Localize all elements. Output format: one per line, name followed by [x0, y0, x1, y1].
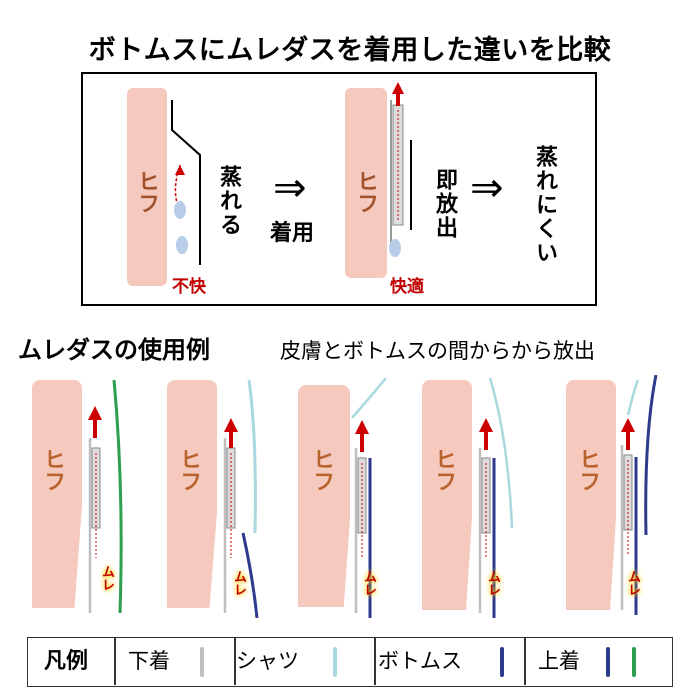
skin-block-after	[345, 88, 387, 278]
example-3-skin-label: ヒフ	[309, 448, 334, 492]
example-3-mure-label: ムレ	[361, 570, 376, 596]
comparison-box	[81, 72, 597, 306]
example-1-skin-label: ヒフ	[40, 448, 65, 492]
legend-divider	[234, 638, 236, 685]
example-4-mure-label: ムレ	[485, 570, 500, 596]
example-1-skin	[32, 380, 82, 608]
skin-block-before	[127, 88, 167, 286]
usage-title: ムレダスの使用例	[18, 336, 210, 364]
legend-divider	[524, 638, 526, 685]
example-3-layers	[351, 378, 387, 618]
arrow-right-icon: ⇒	[470, 165, 504, 211]
legend-divider	[374, 638, 376, 685]
legend-divider	[114, 638, 116, 685]
label-before-action: 蒸れる	[216, 165, 241, 237]
arrow-right-icon: ⇒	[273, 165, 307, 211]
example-5-skin	[566, 380, 616, 610]
moisture-drop-icon	[176, 236, 188, 254]
example-4-skin	[422, 380, 472, 610]
skin-label-after: ヒフ	[353, 170, 378, 214]
example-4-skin-label: ヒフ	[431, 448, 456, 492]
example-2-layers	[223, 379, 259, 618]
label-wear: 着用	[270, 221, 315, 246]
legend-underwear-swatch	[200, 647, 204, 677]
muredasu-illustration-after	[389, 82, 412, 257]
legend-item-label: 下着	[128, 649, 170, 673]
arrow-up-icon	[392, 82, 404, 94]
label-after-action: 即放出	[432, 168, 457, 240]
label-after-result: 快適	[390, 277, 424, 297]
example-2-skin	[167, 380, 217, 608]
legend: 凡例 下着 シャツ ボトムス 上着	[27, 637, 673, 687]
legend-jacket-alt-swatch	[632, 647, 636, 677]
example-1-mure-label: ムレ	[99, 565, 114, 591]
legend-item-label: シャツ	[236, 649, 299, 673]
legend-item-label: 上着	[538, 649, 580, 673]
page-title: ボトムスにムレダスを着用した違いを比較	[88, 35, 612, 66]
example-4-layers	[478, 378, 514, 618]
legend-bottoms-swatch	[500, 647, 504, 677]
example-3-skin	[298, 385, 350, 607]
example-5-mure-label: ムレ	[625, 570, 640, 596]
legend-jacket-swatch	[606, 647, 610, 677]
moisture-drop-icon	[389, 239, 401, 257]
example-2-mure-label: ムレ	[231, 570, 246, 596]
example-5-skin-label: ヒフ	[575, 448, 600, 492]
moisture-drop-icon	[174, 201, 186, 219]
example-2-skin-label: ヒフ	[176, 448, 201, 492]
label-before-result: 不快	[172, 277, 206, 297]
legend-shirt-swatch	[333, 647, 337, 677]
skin-label-before: ヒフ	[134, 170, 159, 214]
example-1-layers	[88, 379, 123, 614]
legend-item-label: ボトムス	[378, 649, 462, 673]
example-5-layers	[620, 375, 658, 615]
label-final: 蒸れにくい	[532, 145, 557, 265]
usage-subtitle: 皮膚とボトムスの間からから放出	[280, 339, 595, 363]
bottoms-illustration-before	[171, 100, 201, 265]
legend-title: 凡例	[44, 649, 89, 674]
